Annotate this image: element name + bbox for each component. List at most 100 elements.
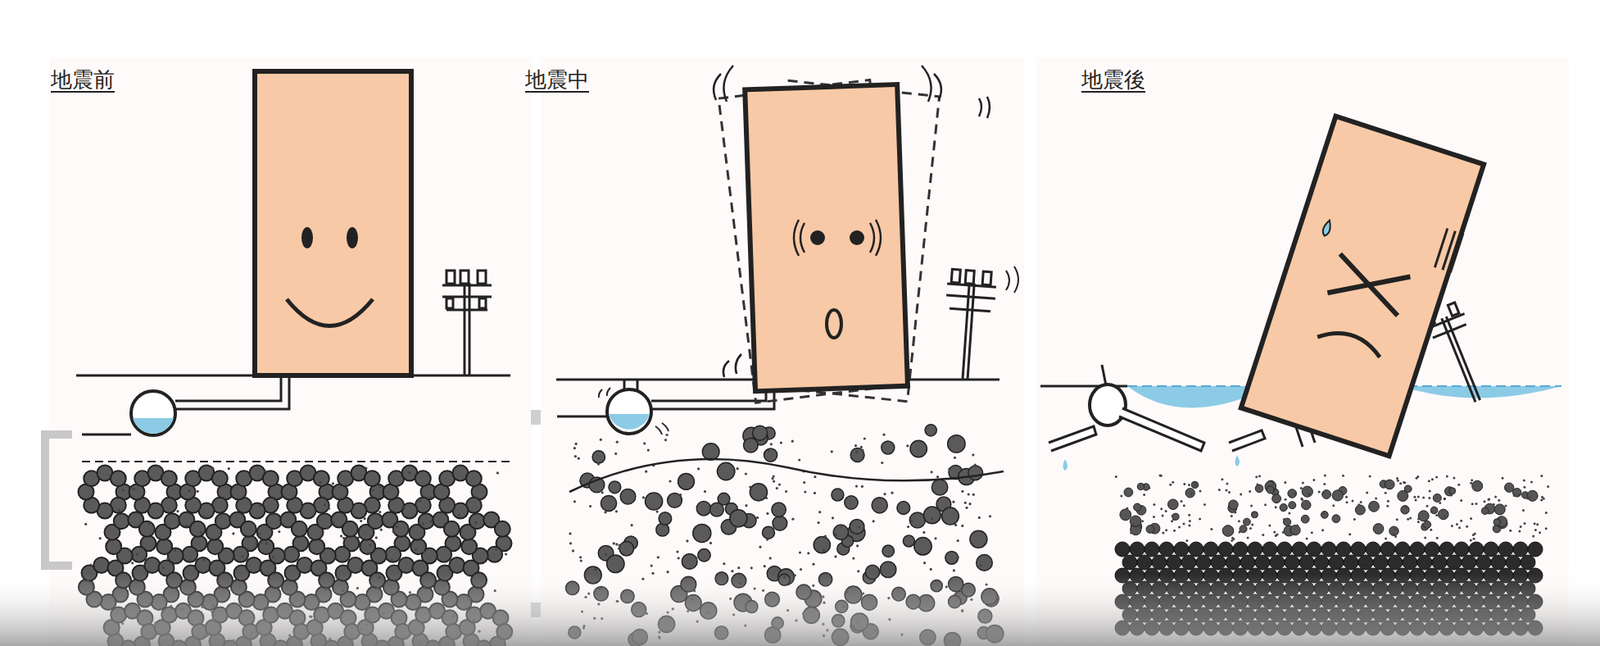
- soil-grain: [568, 531, 572, 535]
- soil-grain: [418, 512, 435, 529]
- soil-grain: [1501, 476, 1505, 480]
- soil-grain: [1191, 480, 1198, 488]
- soil-grain: [575, 442, 578, 445]
- soil-grain: [775, 486, 779, 490]
- soil-grain: [161, 470, 177, 486]
- soil-grain: [1387, 554, 1403, 570]
- soil-grain: [615, 509, 618, 513]
- soil-grain: [1322, 512, 1325, 515]
- soil-grain: [189, 558, 192, 562]
- soil-grain: [1272, 494, 1282, 504]
- soil-grain: [93, 557, 109, 573]
- soil-grain: [1422, 496, 1425, 499]
- soil-grain: [574, 454, 577, 458]
- soil-grain: [435, 546, 452, 563]
- soil-grain: [1187, 483, 1191, 486]
- soil-grain: [1426, 504, 1429, 508]
- soil-grain: [1459, 498, 1463, 502]
- soil-grain: [84, 522, 87, 526]
- soil-grain: [1225, 481, 1229, 485]
- soil-grain: [1173, 541, 1189, 557]
- soil-grain: [326, 526, 329, 530]
- soil-grain: [1185, 488, 1195, 498]
- soil-grain: [401, 505, 404, 508]
- soil-grain: [258, 532, 261, 535]
- soil-grain: [834, 533, 838, 536]
- soil-grain: [1523, 521, 1527, 525]
- soil-grain: [778, 483, 781, 486]
- soil-grain: [357, 535, 360, 539]
- soil-grain: [1494, 503, 1505, 515]
- soil-grain: [1198, 517, 1202, 521]
- soil-grain: [592, 450, 605, 463]
- soil-grain: [331, 481, 335, 485]
- soil-grain: [1190, 492, 1193, 495]
- soil-grain: [696, 501, 711, 516]
- soil-grain: [1115, 475, 1118, 478]
- soil-grain: [332, 521, 336, 524]
- soil-grain: [1255, 475, 1258, 478]
- soil-grain: [1397, 490, 1409, 502]
- soil-grain: [395, 525, 399, 528]
- soil-grain: [1546, 484, 1550, 488]
- soil-grain: [187, 489, 191, 492]
- panel-after: [1040, 116, 1562, 471]
- soil-grain: [1471, 502, 1474, 505]
- soil-grain: [135, 552, 139, 556]
- soil-grain: [681, 553, 698, 570]
- soil-grain: [1423, 520, 1431, 528]
- soil-grain: [1307, 493, 1310, 496]
- soil-grain: [262, 470, 279, 486]
- soil-grain: [914, 537, 932, 555]
- soil-grain: [1504, 482, 1514, 492]
- soil-grain: [945, 550, 959, 564]
- soil-grain: [779, 441, 783, 445]
- soil-grain: [1443, 497, 1446, 500]
- soil-grain: [1446, 554, 1462, 570]
- soil-grain: [379, 484, 382, 488]
- soil-grain: [1160, 507, 1163, 510]
- soil-grain: [1274, 534, 1278, 537]
- soil-grain: [429, 520, 432, 523]
- soil-grain: [161, 566, 164, 569]
- soil-grain: [573, 446, 576, 449]
- soil-grain: [203, 557, 206, 561]
- soil-grain: [1351, 499, 1355, 503]
- soil-grain: [791, 439, 794, 443]
- soil-grain: [1384, 479, 1395, 490]
- soil-grain: [798, 550, 802, 553]
- soil-grain: [1287, 489, 1297, 499]
- soil-grain: [830, 449, 834, 453]
- soil-grain: [750, 566, 753, 569]
- soil-grain: [265, 542, 268, 545]
- soil-grain: [1187, 524, 1191, 527]
- soil-grain: [1343, 554, 1359, 570]
- soil-grain: [1458, 525, 1461, 529]
- soil-grain: [291, 521, 308, 537]
- soil-grain: [1306, 541, 1322, 557]
- soil-grain: [1522, 508, 1525, 512]
- soil-grain: [855, 484, 858, 488]
- soil-grain: [849, 519, 865, 535]
- soil-grain: [976, 554, 993, 572]
- soil-grain: [1300, 514, 1310, 523]
- soil-grain: [1222, 525, 1234, 537]
- soil-grain: [642, 495, 645, 499]
- soil-grain: [1469, 481, 1473, 485]
- soil-grain: [1374, 497, 1378, 500]
- soil-grain: [1119, 494, 1123, 498]
- soil-grain: [211, 466, 214, 470]
- soil-grain: [784, 489, 788, 493]
- soil-grain: [1237, 519, 1241, 522]
- soil-grain: [643, 441, 646, 445]
- soil-grain: [1380, 541, 1396, 557]
- soil-grain: [856, 543, 859, 547]
- soil-grain: [1287, 512, 1291, 515]
- soil-grain: [1240, 554, 1256, 570]
- soil-grain: [504, 552, 508, 555]
- soil-grain: [710, 502, 725, 517]
- soil-grain: [1341, 474, 1345, 477]
- soil-grain: [744, 471, 748, 475]
- soil-grain: [813, 475, 816, 478]
- soil-grain: [1284, 498, 1288, 501]
